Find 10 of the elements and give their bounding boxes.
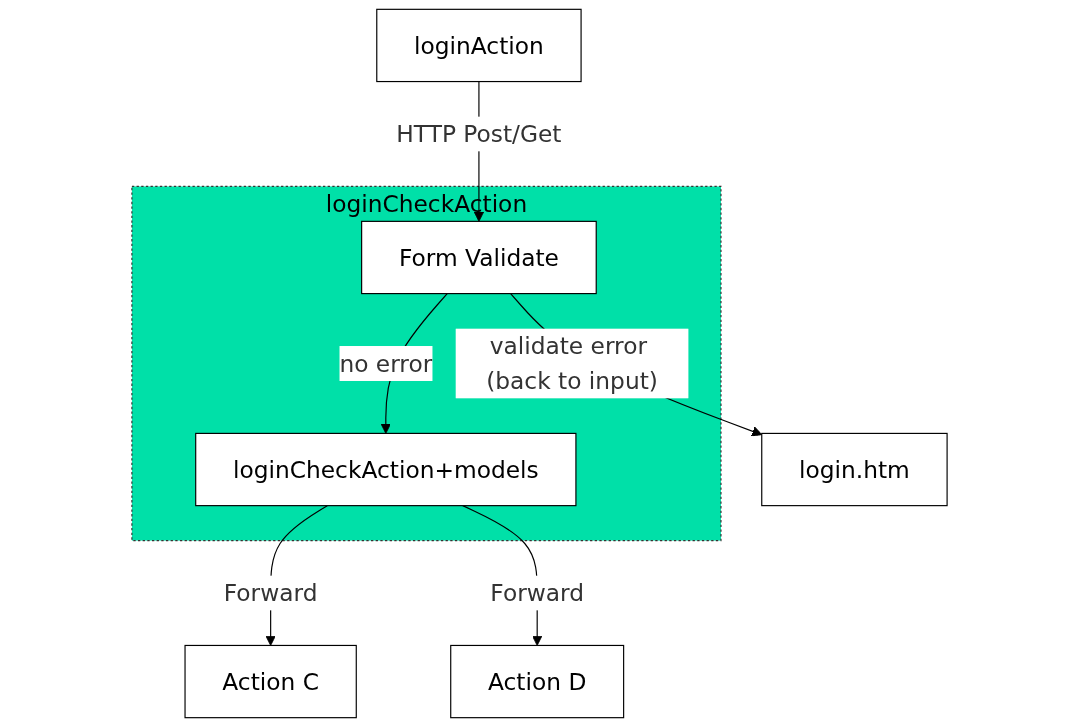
- node-box: Form Validate: [361, 220, 597, 295]
- node-box: login.htm: [761, 432, 948, 507]
- node-box: Action C: [184, 644, 357, 719]
- edge-label: HTTP Post/Get: [396, 120, 562, 148]
- node-box: loginAction: [376, 8, 582, 83]
- edge-label: Forward: [223, 579, 318, 607]
- node-box: loginCheckAction+models: [195, 432, 577, 507]
- edge-label: Forward: [490, 579, 585, 607]
- node-box: Action D: [450, 644, 625, 719]
- edge-label: validate error (back to input): [486, 332, 658, 395]
